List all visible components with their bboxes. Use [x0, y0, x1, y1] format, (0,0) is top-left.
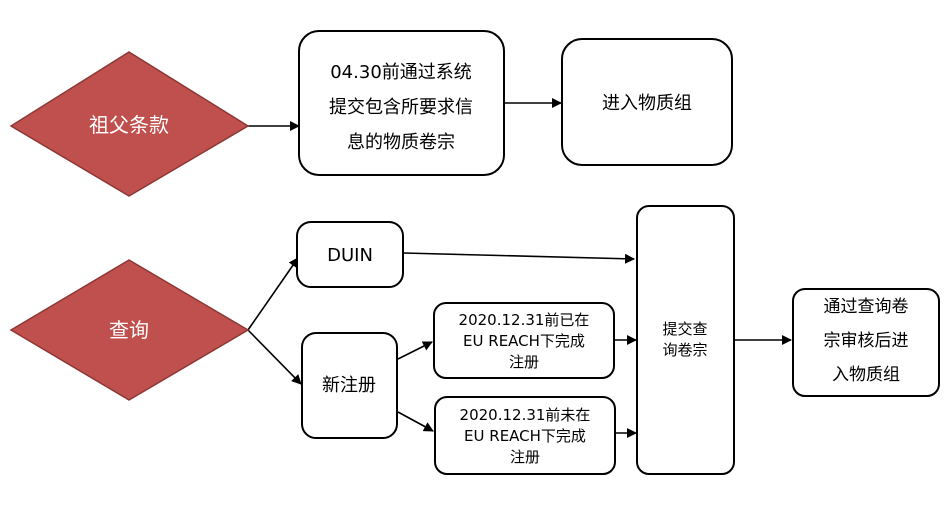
enter-substance-group-line-3: 入物质组: [832, 365, 900, 385]
submit-full-dossier-line-1: 04.30前通过系统: [330, 62, 472, 83]
not-registered-before-node: 2020.12.31前未在 EU REACH下完成 注册: [434, 396, 616, 475]
submit-query-dossier-line-2: 询卷宗: [662, 341, 707, 359]
new-registration-node: 新注册: [301, 332, 398, 439]
query-label: 查询: [109, 318, 149, 342]
arrow-duin-to-submit-query: [403, 252, 635, 264]
arrow-new-to-not-registered: [397, 411, 434, 432]
registered-before-line-1: 2020.12.31前已在: [459, 311, 590, 329]
enter-substance-group-label-1: 进入物质组: [602, 93, 692, 114]
new-registration-box: [301, 332, 398, 439]
duin-label: DUIN: [327, 245, 373, 266]
grandfather-label: 祖父条款: [89, 113, 169, 137]
enter-substance-group-line-2: 宗审核后进: [824, 331, 909, 351]
registered-before-line-2: EU REACH下完成: [463, 332, 585, 350]
not-registered-before-box: [434, 396, 616, 475]
enter-substance-group-node-2: 通过查询卷 宗审核后进 入物质组: [792, 288, 940, 397]
registered-before-box: [433, 302, 615, 379]
submit-full-dossier-box: [298, 30, 505, 176]
grandfather-diamond: [9, 51, 250, 197]
arrow-query-to-duin: [247, 257, 299, 331]
not-registered-before-line-1: 2020.12.31前未在: [460, 406, 591, 424]
submit-query-dossier-line-1: 提交查: [662, 320, 707, 338]
query-node: 查询: [9, 259, 250, 401]
enter-substance-group-line-1: 通过查询卷: [824, 297, 909, 317]
submit-query-dossier-node: 提交查 询卷宗: [636, 205, 735, 475]
new-registration-label: 新注册: [322, 375, 376, 396]
submit-query-dossier-box: [636, 205, 735, 475]
not-registered-before-line-2: EU REACH下完成: [464, 427, 586, 445]
arrow-query-to-new-registration: [247, 329, 302, 385]
registered-before-node: 2020.12.31前已在 EU REACH下完成 注册: [433, 302, 615, 379]
submit-full-dossier-line-2: 提交包含所要求信: [329, 97, 473, 118]
submit-full-dossier-node: 04.30前通过系统 提交包含所要求信 息的物质卷宗: [298, 30, 505, 176]
not-registered-before-line-3: 注册: [510, 448, 540, 466]
submit-full-dossier-line-3: 息的物质卷宗: [347, 132, 455, 153]
query-diamond: [9, 259, 250, 401]
duin-box: [296, 221, 404, 288]
enter-substance-group-node-1: 进入物质组: [561, 38, 733, 166]
arrow-new-to-registered: [397, 341, 433, 360]
enter-substance-group-box-2: [792, 288, 940, 397]
registered-before-line-3: 注册: [509, 353, 539, 371]
enter-substance-group-box-1: [561, 38, 733, 166]
grandfather-clause-node: 祖父条款: [9, 51, 250, 197]
connectors: [247, 98, 792, 438]
duin-node: DUIN: [296, 221, 404, 288]
